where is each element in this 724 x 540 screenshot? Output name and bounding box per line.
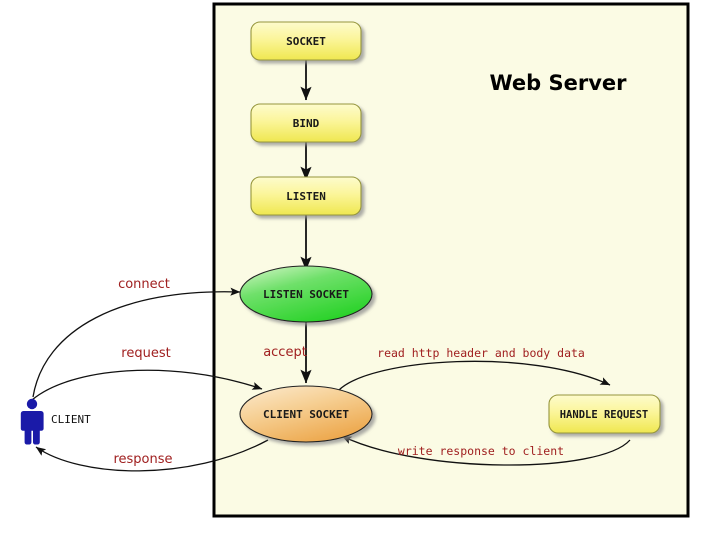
edge-write-response: write response to client bbox=[341, 435, 631, 466]
edge-request: request bbox=[31, 346, 263, 401]
client-actor[interactable]: CLIENT bbox=[20, 398, 91, 445]
edge-label-write-response: write response to client bbox=[398, 444, 564, 458]
edge-label-connect: connect bbox=[118, 277, 170, 292]
node-label-handle-request: HANDLE REQUEST bbox=[560, 409, 649, 421]
node-listen-socket[interactable] bbox=[239, 265, 373, 323]
node-socket[interactable] bbox=[250, 21, 362, 61]
edge-read-http: read http header and body data bbox=[338, 346, 611, 391]
edge-label-response: response bbox=[113, 452, 172, 467]
edge-label-request: request bbox=[121, 346, 170, 361]
node-label-listen: LISTEN bbox=[286, 190, 326, 203]
node-label-client-socket: CLIENT SOCKET bbox=[263, 408, 349, 421]
node-label-socket: SOCKET bbox=[286, 35, 326, 48]
edge-label-accept: accept bbox=[263, 345, 307, 360]
node-listen[interactable] bbox=[250, 176, 362, 216]
node-label-bind: BIND bbox=[293, 117, 320, 130]
client-label: CLIENT bbox=[51, 413, 91, 426]
page-title: Web Server bbox=[489, 71, 627, 95]
edge-response: response bbox=[35, 439, 269, 472]
node-handle-request[interactable] bbox=[548, 394, 661, 434]
node-bind[interactable] bbox=[250, 103, 362, 143]
node-label-listen-socket: LISTEN SOCKET bbox=[263, 288, 349, 301]
person-icon bbox=[20, 398, 44, 445]
edge-connect: connect bbox=[32, 277, 241, 398]
node-client-socket[interactable] bbox=[239, 385, 373, 443]
edge-label-read-http: read http header and body data bbox=[377, 346, 585, 360]
edge-accept: accept bbox=[263, 322, 312, 384]
